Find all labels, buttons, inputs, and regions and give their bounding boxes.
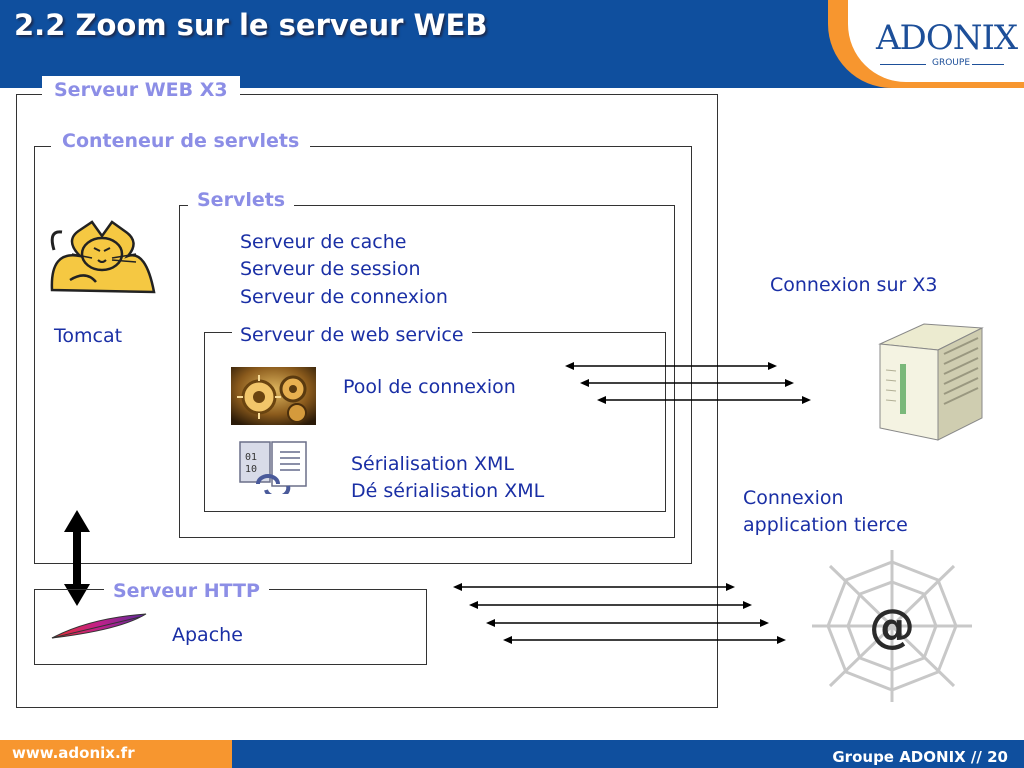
double-arrow xyxy=(597,396,811,404)
logo-panel xyxy=(848,0,1024,82)
svg-text:@: @ xyxy=(869,599,915,653)
conteneur-servlets-box xyxy=(34,146,692,564)
servlet-item: Serveur de connexion xyxy=(240,286,448,308)
connexion-tierce-label-line1: Connexion xyxy=(743,487,844,509)
connexion-tierce-label-line2: application tierce xyxy=(743,514,908,536)
xml-documents-icon: 01 10 xyxy=(236,438,310,499)
logo-rule-left xyxy=(880,64,926,65)
apache-label: Apache xyxy=(172,624,243,646)
serialisation-label: Sérialisation XML xyxy=(351,453,515,475)
double-arrow xyxy=(486,619,769,627)
serveur-http-label: Serveur HTTP xyxy=(104,578,269,604)
double-arrow xyxy=(453,583,735,591)
server-tower-icon xyxy=(874,320,986,444)
servlet-item: Serveur de session xyxy=(240,258,421,280)
logo-rule-right xyxy=(972,64,1004,65)
deserialisation-label: Dé sérialisation XML xyxy=(351,480,545,502)
double-arrow xyxy=(565,362,777,370)
apache-feather-icon xyxy=(50,612,148,644)
tomcat-label: Tomcat xyxy=(54,325,123,347)
gears-icon xyxy=(231,367,316,425)
serveur-web-x3-box xyxy=(16,94,718,708)
serveur-web-x3-label: Serveur WEB X3 xyxy=(42,76,240,104)
svg-text:10: 10 xyxy=(245,464,257,475)
servlet-item: Serveur de cache xyxy=(240,231,407,253)
servlets-label: Servlets xyxy=(188,188,295,212)
conteneur-servlets-label: Conteneur de servlets xyxy=(51,128,311,154)
footer-url-backdrop xyxy=(0,740,232,768)
pool-connexion-label: Pool de connexion xyxy=(343,376,516,398)
footer-page-number: Groupe ADONIX // 20 xyxy=(832,748,1008,766)
web-service-label: Serveur de web service xyxy=(232,324,472,346)
servlets-box xyxy=(179,205,675,538)
connexion-x3-label: Connexion sur X3 xyxy=(770,274,938,296)
svg-text:01: 01 xyxy=(245,452,257,463)
logo: ADONIX xyxy=(876,18,1018,58)
web-at-icon: @ xyxy=(808,546,976,706)
double-arrow xyxy=(580,379,794,387)
double-arrow xyxy=(469,601,752,609)
page-title: 2.2 Zoom sur le serveur WEB xyxy=(14,8,488,42)
logo-subtitle: GROUPE xyxy=(932,58,971,68)
footer-url[interactable]: www.adonix.fr xyxy=(12,744,135,762)
tomcat-cat-icon xyxy=(50,220,156,296)
double-arrow xyxy=(503,636,786,644)
